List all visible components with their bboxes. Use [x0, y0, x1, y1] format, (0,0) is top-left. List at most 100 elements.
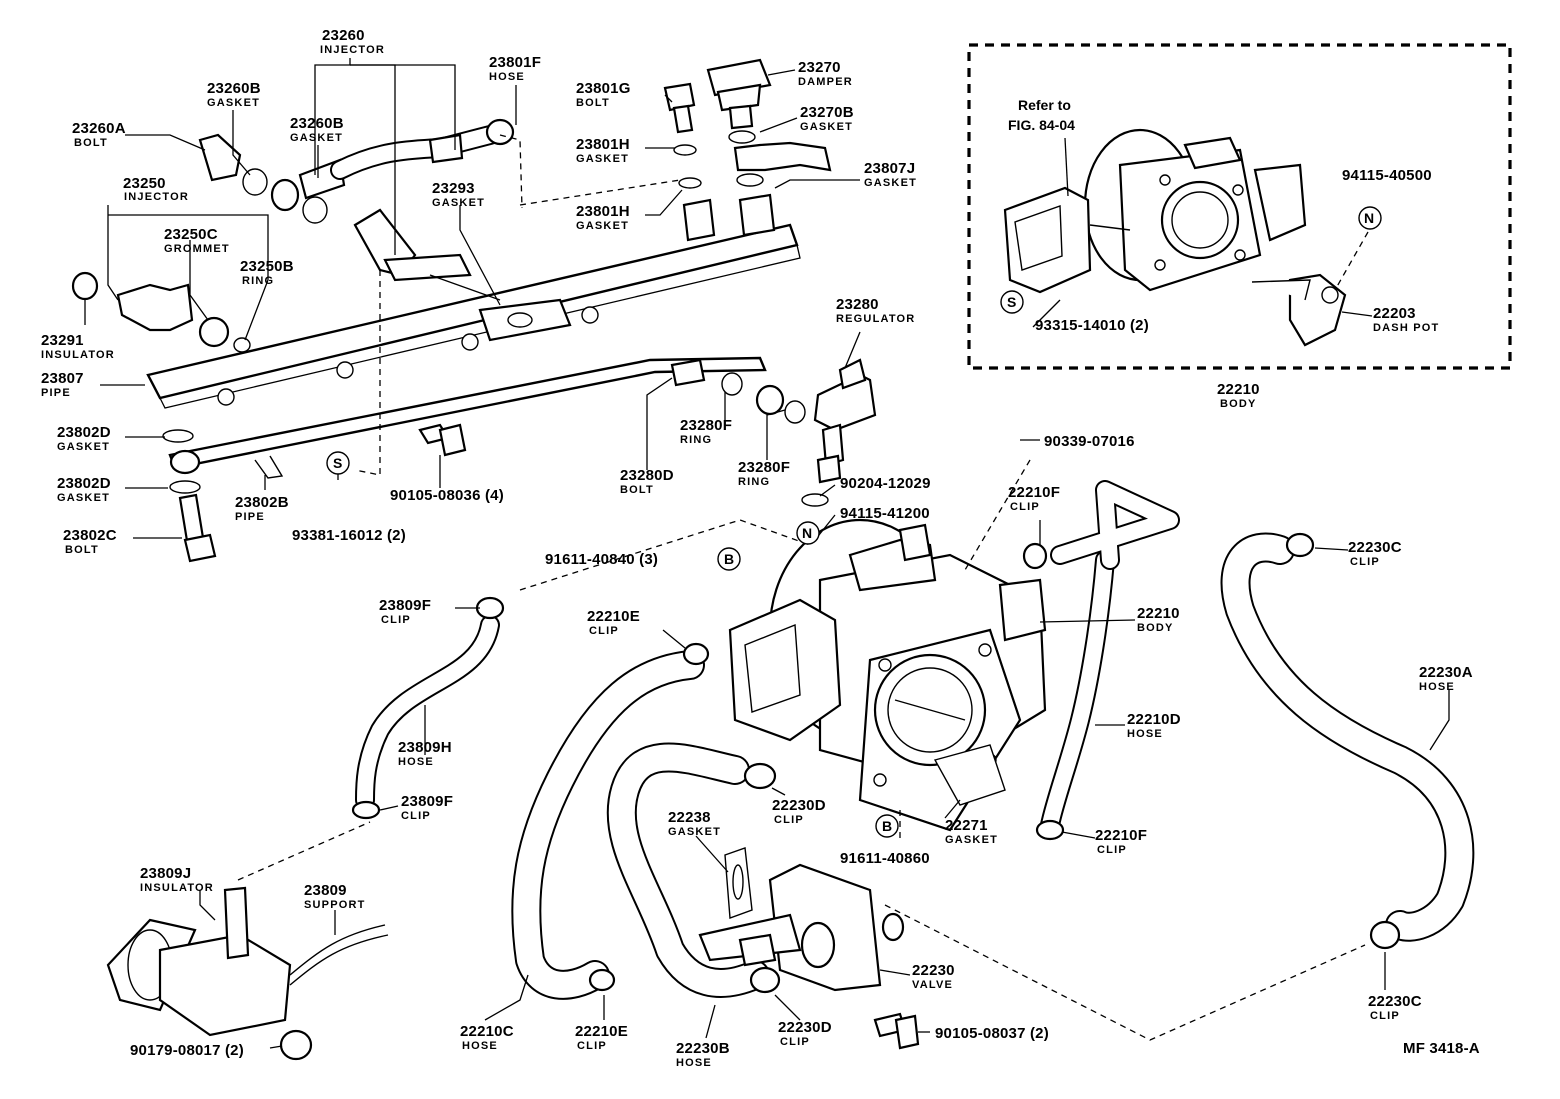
svg-text:CLIP: CLIP [774, 814, 804, 826]
injector-23250 [116, 283, 194, 332]
callout-93381-16012: 93381-16012 (2) [292, 527, 406, 544]
svg-text:91611-40840 (3): 91611-40840 (3) [545, 551, 658, 568]
svg-text:22238: 22238 [668, 809, 711, 826]
svg-text:GROMMET: GROMMET [164, 243, 230, 255]
svg-text:CLIP: CLIP [1097, 844, 1127, 856]
svg-text:BOLT: BOLT [74, 137, 108, 149]
svg-text:22210E: 22210E [575, 1023, 628, 1040]
svg-text:S: S [333, 455, 342, 471]
svg-text:23260: 23260 [322, 27, 365, 44]
callout-94115-41200: 94115-41200 [840, 505, 930, 522]
symbol-b-91611-40860: B [875, 814, 899, 838]
svg-text:GASKET: GASKET [57, 441, 110, 453]
svg-text:94115-41200: 94115-41200 [840, 505, 930, 522]
svg-text:23270: 23270 [798, 59, 841, 76]
svg-text:BODY: BODY [1220, 398, 1257, 410]
svg-text:GASKET: GASKET [800, 121, 853, 133]
callout-90204-12029: 90204-12029 [840, 475, 931, 492]
svg-text:23280F: 23280F [680, 417, 732, 434]
svg-text:23802D: 23802D [57, 424, 111, 441]
callout-91611-40860: 91611-40860 [840, 850, 930, 867]
svg-text:22210C: 22210C [460, 1023, 514, 1040]
svg-text:23250C: 23250C [164, 226, 218, 243]
svg-text:HOSE: HOSE [489, 71, 525, 83]
svg-text:23807: 23807 [41, 370, 84, 387]
drawing-code: MF 3418-A [1403, 1040, 1480, 1057]
svg-text:BODY: BODY [1137, 622, 1174, 634]
svg-text:INJECTOR: INJECTOR [320, 44, 385, 56]
hoses [355, 480, 1475, 1000]
svg-text:23809F: 23809F [379, 597, 431, 614]
svg-text:22203: 22203 [1373, 305, 1416, 322]
svg-text:23801H: 23801H [576, 203, 630, 220]
svg-text:GASKET: GASKET [668, 826, 721, 838]
svg-text:PIPE: PIPE [235, 511, 265, 523]
svg-text:CLIP: CLIP [1370, 1010, 1400, 1022]
svg-text:22230C: 22230C [1348, 539, 1402, 556]
svg-text:VALVE: VALVE [912, 979, 953, 991]
svg-text:GASKET: GASKET [57, 492, 110, 504]
svg-text:23250: 23250 [123, 175, 166, 192]
svg-text:23809H: 23809H [398, 739, 452, 756]
svg-text:GASKET: GASKET [576, 220, 629, 232]
svg-text:23809F: 23809F [401, 793, 453, 810]
callout-90105-08036: 90105-08036 (4) [390, 487, 504, 504]
svg-text:GASKET: GASKET [207, 97, 260, 109]
symbol-b-91611-40840: B [717, 547, 741, 571]
inset-throttle-body-drawing [1003, 128, 1347, 347]
svg-text:22230A: 22230A [1419, 664, 1473, 681]
svg-text:HOSE: HOSE [1419, 681, 1455, 693]
callout-93315-14010: 93315-14010 (2) [1035, 317, 1149, 334]
svg-text:22210F: 22210F [1095, 827, 1147, 844]
svg-text:23801F: 23801F [489, 54, 541, 71]
svg-text:23250B: 23250B [240, 258, 294, 275]
svg-text:B: B [882, 818, 892, 834]
svg-text:INSULATOR: INSULATOR [41, 349, 115, 361]
svg-text:MF 3418-A: MF 3418-A [1403, 1040, 1480, 1057]
svg-text:GASKET: GASKET [864, 177, 917, 189]
svg-text:23801G: 23801G [576, 80, 631, 97]
svg-text:23270B: 23270B [800, 104, 854, 121]
svg-text:23260B: 23260B [290, 115, 344, 132]
svg-text:DASH POT: DASH POT [1373, 322, 1439, 334]
svg-text:22230B: 22230B [676, 1040, 730, 1057]
svg-text:RING: RING [738, 476, 770, 488]
reference-note-line2: FIG. 84-04 [1008, 117, 1075, 133]
svg-text:23280: 23280 [836, 296, 879, 313]
svg-text:CLIP: CLIP [577, 1040, 607, 1052]
svg-text:23802C: 23802C [63, 527, 117, 544]
svg-text:BOLT: BOLT [65, 544, 99, 556]
svg-text:CLIP: CLIP [1350, 556, 1380, 568]
svg-text:90204-12029: 90204-12029 [840, 475, 931, 492]
callout-94115-40500: 94115-40500 [1342, 167, 1432, 184]
svg-text:22210E: 22210E [587, 608, 640, 625]
svg-text:22210: 22210 [1137, 605, 1180, 622]
callout-90105-08037: 90105-08037 (2) [935, 1025, 1049, 1042]
svg-text:HOSE: HOSE [676, 1057, 712, 1069]
symbol-n-94115-41200: N [796, 521, 820, 545]
svg-text:22230C: 22230C [1368, 993, 1422, 1010]
callout-90339-07016: 90339-07016 [1044, 433, 1134, 450]
clips [351, 532, 1401, 994]
svg-text:HOSE: HOSE [1127, 728, 1163, 740]
